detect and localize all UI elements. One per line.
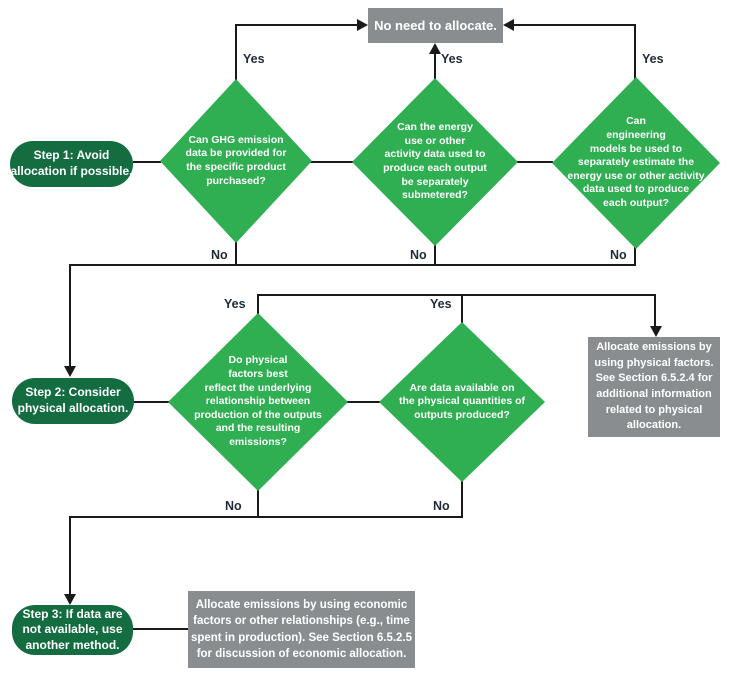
- flow-line-d1-yes-horizontal: [235, 24, 358, 26]
- edge-label-d3-no: No: [610, 248, 627, 262]
- connector-step1-d1: [133, 161, 161, 163]
- step3-label: Step 3: If data are not available, use a…: [22, 606, 123, 652]
- decision-physical-factors: Do physical factors best reflect the und…: [168, 313, 348, 491]
- edge-label-d4-no: No: [225, 499, 242, 513]
- arrowhead-into-physical-outcome: [650, 326, 662, 337]
- decision-engineering-models-text: Can engineering models be used to separa…: [567, 115, 705, 210]
- outcome-physical-allocation: Allocate emissions by using physical fac…: [588, 337, 720, 437]
- step2-box: Step 2: Consider physical allocation.: [12, 378, 134, 424]
- flow-line-to-step3: [69, 516, 71, 594]
- arrowhead-into-step3: [64, 594, 76, 605]
- flow-line-d4-no-drop: [257, 487, 259, 518]
- arrowhead-into-no-allocate-left: [357, 19, 368, 31]
- edge-label-d4-yes: Yes: [224, 297, 246, 311]
- flow-line-to-step2: [69, 264, 71, 368]
- step2-label: Step 2: Consider physical allocation.: [17, 385, 129, 415]
- connector-d1-d2: [310, 161, 353, 163]
- edge-label-d2-no: No: [410, 248, 427, 262]
- flow-line-row1-no-bus: [69, 264, 636, 266]
- edge-label-d3-yes: Yes: [642, 52, 664, 66]
- edge-label-d2-yes: Yes: [441, 52, 463, 66]
- connector-d4-d5: [346, 401, 380, 403]
- decision-ghg-data: Can GHG emission data be provided for th…: [160, 79, 312, 243]
- flow-line-d5-yes-vertical: [461, 295, 463, 323]
- outcome-no-need-to-allocate: No need to allocate.: [368, 8, 503, 43]
- outcome-no-need-to-allocate-text: No need to allocate.: [374, 18, 497, 33]
- flow-line-d2-no-drop: [434, 241, 436, 266]
- arrowhead-into-no-allocate-right: [503, 19, 514, 31]
- flow-line-to-physical-outcome: [654, 294, 656, 326]
- edge-label-d5-yes: Yes: [430, 297, 452, 311]
- outcome-physical-allocation-text: Allocate emissions by using physical fac…: [594, 341, 714, 432]
- connector-step2-d4: [134, 401, 169, 403]
- step1-box: Step 1: Avoid allocation if possible.: [10, 141, 133, 187]
- edge-label-d5-no: No: [433, 499, 450, 513]
- flow-line-d1-no-drop: [235, 238, 237, 266]
- connector-d2-d3: [516, 161, 553, 163]
- decision-ghg-data-text: Can GHG emission data be provided for th…: [185, 133, 287, 187]
- connector-step3-economic-outcome: [133, 628, 189, 630]
- flow-line-d2-yes-vertical: [434, 52, 436, 80]
- decision-physical-quantities: Are data available on the physical quant…: [379, 322, 545, 482]
- arrowhead-into-step2: [64, 366, 76, 377]
- outcome-economic-allocation-text: Allocate emissions by using economic fac…: [190, 598, 413, 660]
- flow-line-d3-yes-horizontal: [514, 24, 636, 26]
- flow-line-d5-no-drop: [461, 479, 463, 518]
- flow-line-row2-no-bus: [69, 516, 463, 518]
- arrowhead-into-no-allocate-bottom: [429, 43, 441, 54]
- step3-box: Step 3: If data are not available, use a…: [12, 605, 133, 655]
- decision-engineering-models: Can engineering models be used to separa…: [552, 77, 720, 249]
- flow-line-d3-yes-vertical: [634, 24, 636, 79]
- outcome-economic-allocation: Allocate emissions by using economic fac…: [188, 591, 415, 668]
- flow-line-d3-no-drop: [634, 244, 636, 266]
- step1-label: Step 1: Avoid allocation if possible.: [10, 148, 133, 178]
- edge-label-d1-yes: Yes: [243, 52, 265, 66]
- flow-line-d4-yes-vertical: [257, 295, 259, 315]
- flow-line-row2-yes-bus: [257, 294, 656, 296]
- decision-physical-quantities-text: Are data available on the physical quant…: [398, 381, 526, 421]
- edge-label-d1-no: No: [211, 248, 228, 262]
- flow-line-d1-yes-vertical: [235, 24, 237, 82]
- decision-submetered: Can the energy use or other activity dat…: [352, 78, 518, 246]
- decision-submetered-text: Can the energy use or other activity dat…: [383, 121, 487, 202]
- decision-physical-factors-text: Do physical factors best reflect the und…: [194, 354, 322, 449]
